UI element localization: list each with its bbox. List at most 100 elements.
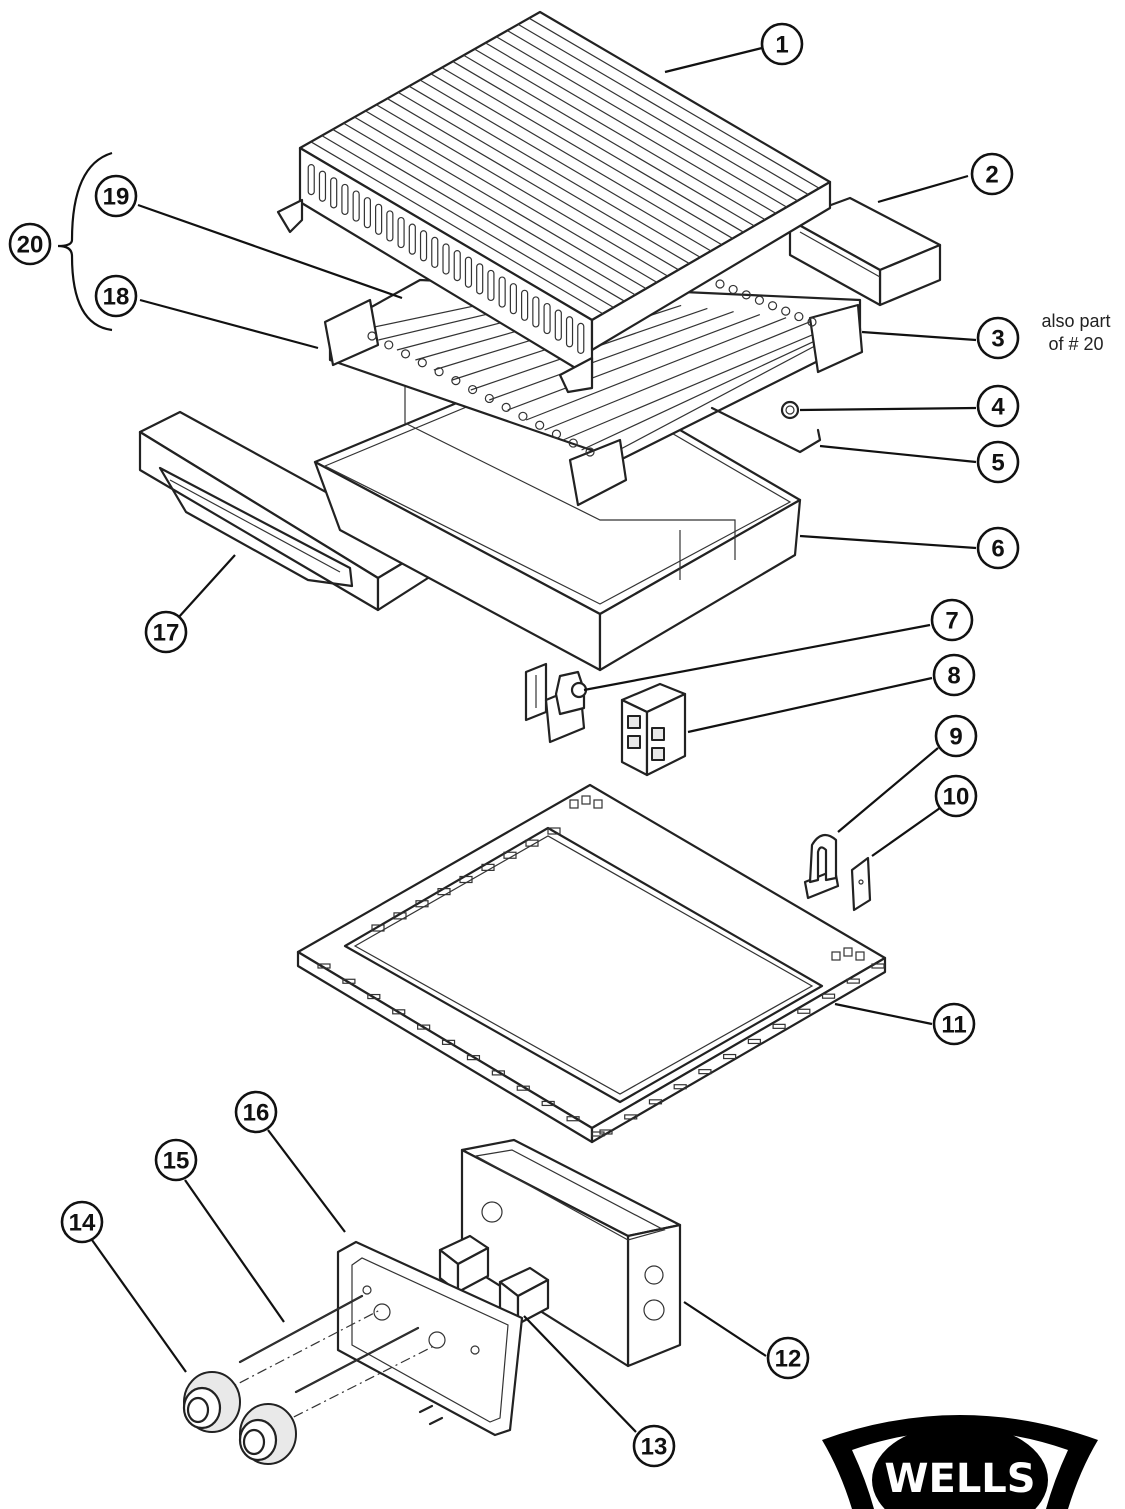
element-terminal <box>468 384 478 395</box>
grate-bar <box>485 42 777 214</box>
part-drip-pan <box>313 358 802 672</box>
element-rod <box>544 320 813 431</box>
grate-bar <box>343 122 636 296</box>
callout-1: 1 <box>760 22 804 66</box>
frame-slot <box>481 863 495 871</box>
callout-20: 20 <box>8 222 52 266</box>
wells-logo-text: WELLS <box>884 1456 1035 1502</box>
callout-number: 12 <box>775 1346 802 1373</box>
element-rod <box>507 314 761 411</box>
callout-9: 9 <box>934 714 978 758</box>
callout-number: 10 <box>943 784 970 811</box>
frame-vent <box>747 1038 761 1045</box>
element-terminal <box>781 306 791 316</box>
callout-number: 13 <box>641 1434 668 1461</box>
element-terminal <box>741 290 751 300</box>
grate-bar <box>332 128 625 302</box>
element-terminal <box>767 301 778 311</box>
grate-fin <box>509 283 517 315</box>
element-terminal <box>417 358 427 368</box>
grate-fin <box>464 256 473 288</box>
callout-number: 4 <box>991 394 1005 421</box>
grate-fin <box>554 309 562 341</box>
element-terminal <box>367 331 377 341</box>
callout-number: 18 <box>103 284 130 311</box>
grate-bar <box>354 116 647 290</box>
callout-number: 6 <box>991 536 1004 563</box>
frame-slot <box>393 912 407 920</box>
grate-bar <box>310 141 604 315</box>
frame-vent <box>342 978 356 984</box>
frame-vent <box>648 1099 663 1105</box>
grate-fin <box>577 322 585 354</box>
callout-8: 8 <box>932 653 976 697</box>
frame-slot <box>525 839 539 847</box>
frame-slot <box>459 875 473 884</box>
grate-bar <box>430 73 723 246</box>
grate-fin <box>363 197 371 229</box>
also-part-of-20-note: also part of # 20 <box>1026 310 1125 356</box>
grate-bar <box>441 67 733 239</box>
callout-number: 5 <box>991 450 1004 477</box>
frame-vent <box>797 1008 811 1014</box>
grate-bar <box>321 135 614 308</box>
element-terminal <box>484 393 494 404</box>
callout-2: 2 <box>970 152 1014 196</box>
element-terminal <box>794 311 804 322</box>
grate-fin <box>408 223 416 255</box>
callout-5: 5 <box>976 440 1020 484</box>
frame-vent <box>599 1129 613 1135</box>
note-line-2: of # 20 <box>1048 334 1104 354</box>
element-terminal <box>728 284 738 295</box>
grate-fin <box>453 250 461 282</box>
callout-number: 11 <box>941 1012 966 1039</box>
callout-number: 2 <box>985 162 998 189</box>
callout-number: 16 <box>243 1100 270 1127</box>
grate-fin <box>521 289 529 321</box>
part-control-knobs <box>182 1371 297 1465</box>
grate-fin <box>419 230 428 262</box>
frame-vent <box>723 1053 737 1060</box>
element-terminal <box>551 429 562 439</box>
element-rod <box>562 323 839 441</box>
callout-number: 15 <box>163 1148 190 1175</box>
element-terminal <box>535 420 545 430</box>
frame-vent <box>466 1055 481 1061</box>
callout-3: 3 <box>976 316 1020 360</box>
callout-number: 20 <box>17 232 44 259</box>
grate-fin <box>476 263 484 295</box>
grate-bar <box>474 48 766 221</box>
grate-bar <box>376 104 669 277</box>
element-rod <box>581 326 846 451</box>
part-support-rod <box>710 406 822 454</box>
grate-fin <box>543 302 551 335</box>
callout-14: 14 <box>60 1200 104 1244</box>
part-spring <box>780 400 800 420</box>
grate-bar <box>397 91 690 265</box>
frame-slot <box>547 827 561 835</box>
element-terminal <box>384 340 394 350</box>
grate-bar <box>452 60 744 233</box>
frame-vent <box>516 1085 530 1091</box>
part-shim-plate <box>850 856 872 912</box>
frame-vent <box>441 1039 456 1045</box>
callout-number: 3 <box>991 326 1004 353</box>
grate-bar <box>365 110 658 283</box>
frame-slot <box>415 900 429 908</box>
grate-bar <box>463 54 755 227</box>
frame-vent <box>673 1084 687 1090</box>
part-grease-trough <box>788 196 942 307</box>
element-terminal <box>434 367 444 377</box>
frame-vent <box>698 1069 712 1075</box>
frame-vent <box>821 993 836 999</box>
grate-fin <box>498 276 506 308</box>
element-terminal <box>501 402 511 412</box>
grate-fin <box>352 190 360 222</box>
part-base-frame <box>296 783 887 1144</box>
grate-fin <box>386 210 394 242</box>
callout-number: 19 <box>103 184 130 211</box>
callout-17: 17 <box>144 610 188 654</box>
note-line-1: also part <box>1041 311 1111 331</box>
